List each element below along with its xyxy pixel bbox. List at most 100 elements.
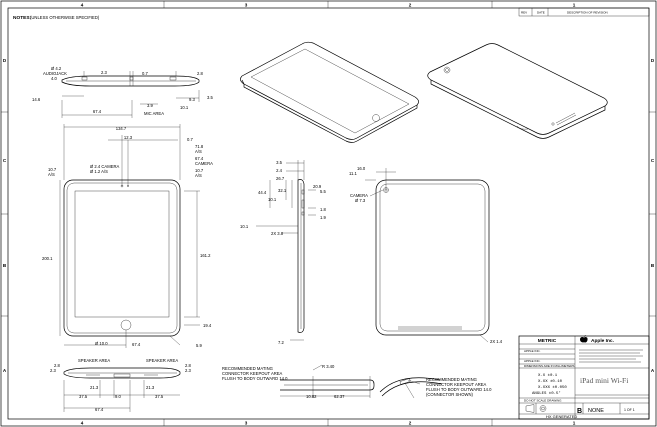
zone-label-bottom-2: 2 [409, 421, 412, 426]
zone-label-bottom-1: 1 [573, 421, 576, 426]
dim-2x-1-4: 2X 1.4 [490, 339, 503, 344]
dim-2-3-bottom-r: 2.3 [185, 368, 191, 373]
label-camera-dia: Ø 2.4 CAMERA [90, 164, 120, 169]
dim-11-1: 11.1 [349, 171, 358, 176]
sheet-number: 1 OF 1 [624, 408, 635, 412]
dim-0-7: 0.7 [142, 71, 148, 76]
dim-10-7-right: 10.7 [195, 168, 204, 173]
title-units: METRIC [538, 338, 557, 344]
zone-label-bottom-4: 4 [81, 421, 84, 426]
isometric-back-view [427, 43, 608, 139]
generated-note: HX GENERATED [546, 414, 577, 419]
dim-62-37: 62.37 [334, 394, 345, 399]
dim-1-8: 1.8 [320, 207, 326, 212]
scale: NONE [588, 408, 604, 414]
callout-line-3: FLUSH TO BODY OUTWARD 14.0 [222, 376, 288, 381]
dim-67-4-top: 67.4 [93, 109, 102, 114]
dim-9-3: 9.3 [189, 97, 195, 102]
dim-21-3-r: 21.3 [146, 385, 155, 390]
dim-2-4-side: 2.4 [276, 168, 282, 173]
dim-3-9: 3.9 [147, 103, 153, 108]
dim-10-02: 10.02 [306, 394, 317, 399]
dim-5-5: 5.5 [320, 189, 326, 194]
dim-71-8: 71.8 [195, 144, 204, 149]
callout-line-1: RECOMMENDED MATING [222, 366, 273, 371]
projection-symbol-icon [525, 404, 547, 413]
dim-r-3-40: R 3.40 [322, 364, 335, 369]
dim-as-2: A/S [195, 173, 202, 178]
zone-label-bottom-3: 3 [245, 421, 248, 426]
dim-20-9: 20.9 [313, 184, 322, 189]
dim-as-left: A/S [48, 172, 55, 177]
tolerance-2: X.XX ±0.10 [538, 380, 563, 384]
dim-161-2: 161.2 [200, 253, 211, 258]
callout2-line-2: CONNECTOR KEEPOUT AREA [426, 382, 487, 387]
front-view [59, 124, 200, 348]
bottom-edge-view [63, 367, 181, 412]
dim-21-3-l: 21.3 [90, 385, 99, 390]
label-camera-back: CAMERA [350, 193, 368, 198]
label-mic-area: MIC AREA [144, 111, 164, 116]
dim-audiojack-dia: Ø 4.2 [51, 66, 62, 71]
inner-border [7, 7, 650, 420]
svg-text:APPLE INC.: APPLE INC. [524, 349, 541, 353]
callout2-line-3: FLUSH TO BODY OUTWARD 14.0 [426, 387, 492, 392]
callout-line-2: CONNECTOR KEEPOUT AREA [222, 371, 283, 376]
dim-camera-dia-back: Ø 7.3 [355, 198, 366, 203]
zone-label-top-2: 2 [409, 3, 412, 8]
rev-col-rev: REV [521, 11, 527, 15]
dim-32-1: 32.1 [278, 188, 287, 193]
isometric-front-view [240, 41, 419, 143]
top-edge-view [61, 71, 200, 118]
rev-col-description: DESCRIPTION OF REVISION [567, 11, 608, 15]
title-company: Apple Inc. [591, 338, 614, 344]
label-camera-front: CAMERA [195, 161, 213, 166]
dim-37-5-r: 37.5 [155, 394, 164, 399]
zone-label-top-4: 4 [81, 3, 84, 8]
notes-tag: NOTES: [13, 15, 32, 21]
dim-67-4-cam: 67.4 [195, 156, 204, 161]
notes-qualifier: (UNLESS OTHERWISE SPECIFIED) [30, 15, 100, 20]
label-speaker-area-r: SPEAKER AREA [146, 358, 178, 363]
dim-height-200-1: 200.1 [42, 256, 53, 261]
title-block: APPLE INC. APPLE INC. DIMENSIONS ARE IN … [518, 335, 650, 420]
zone-label-left-d: D [3, 58, 7, 63]
dim-10-1-side-b: 10.1 [240, 224, 249, 229]
dim-10-1-side: 10.1 [268, 197, 277, 202]
back-view [365, 168, 490, 343]
dim-10-1: 10.1 [180, 105, 189, 110]
dim-1-9: 1.9 [320, 215, 326, 220]
zone-label-right-b: B [651, 263, 655, 268]
zone-label-left-c: C [3, 158, 7, 163]
dim-16-0: 16.0 [357, 166, 366, 171]
svg-text:APPLE INC.: APPLE INC. [524, 359, 541, 363]
connector-iso-detail [379, 377, 443, 399]
part-name: iPad mini Wi-Fi [580, 376, 628, 385]
label-as-dia: Ø 1.2 A/S [90, 169, 108, 174]
zone-label-right-d: D [651, 58, 655, 63]
rev-col-date: DATE [537, 11, 545, 15]
revision-block: REV DATE DESCRIPTION OF REVISION [518, 7, 650, 17]
dim-67-4-bottom: 67.4 [132, 342, 141, 347]
callout2-line-1: RECOMMENDED MATING [426, 377, 477, 382]
dim-67-4-bottom-view: 67.4 [95, 407, 104, 412]
dim-2-8: 2.8 [197, 71, 203, 76]
zone-label-left-a: A [3, 368, 7, 373]
dim-width-134-7: 134.7 [116, 126, 127, 131]
tolerance-4: ANGLES ±0.5° [532, 391, 561, 396]
dim-37-5-l: 37.5 [79, 394, 88, 399]
side-view [256, 160, 316, 341]
svg-text:DIMENSIONS ARE IN MILLIMETERS: DIMENSIONS ARE IN MILLIMETERS [524, 364, 575, 368]
dim-as-1: A/S [195, 149, 202, 154]
dim-10-7-left: 10.7 [48, 167, 57, 172]
dim-9-0: 9.0 [115, 394, 121, 399]
dim-5-9: 5.9 [196, 343, 202, 348]
dim-26-7: 26.7 [276, 176, 285, 181]
dim-2-8-bottom-l: 2.8 [54, 363, 60, 368]
zone-label-top-3: 3 [245, 3, 248, 8]
dim-0-7-front: 0.7 [187, 137, 193, 142]
apple-logo-icon [580, 335, 588, 343]
callout2-line-4: (CONNECTOR SHOWN) [426, 392, 474, 397]
